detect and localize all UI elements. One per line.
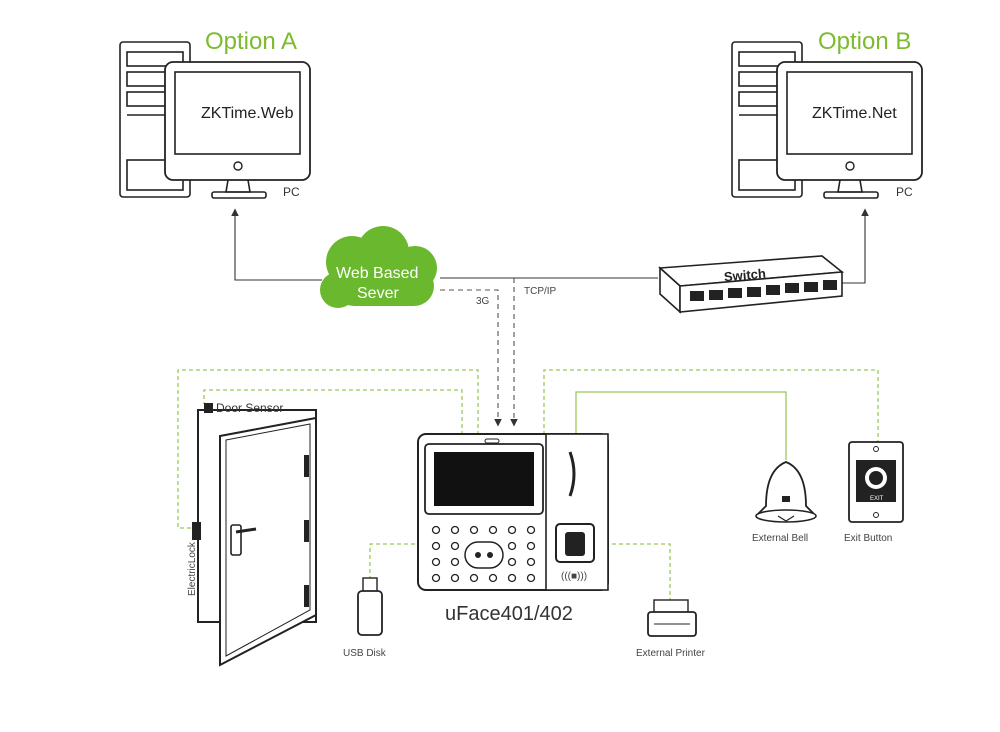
option-a-screen-text: ZKTime.Web xyxy=(201,105,294,122)
switch-label: Switch xyxy=(723,266,766,285)
pc-option-b: Option B ZKTime.Net PC xyxy=(731,28,923,199)
rfid-icon: (((■))) xyxy=(561,571,587,582)
link-label-tcpip: TCP/IP xyxy=(524,286,557,297)
bell-icon xyxy=(755,461,817,523)
web-server-cloud: Web Based Sever xyxy=(320,226,437,308)
cloud-icon xyxy=(320,226,437,308)
monitor-icon xyxy=(164,61,311,199)
exit-button: EXIT Exit Button xyxy=(844,441,904,544)
exit-button-label: Exit Button xyxy=(844,533,892,544)
fingerprint-sensor-icon xyxy=(555,523,595,563)
link-label-3g: 3G xyxy=(476,296,490,307)
door: Door Sensor ElectricLock xyxy=(187,401,317,667)
door-sensor-icon xyxy=(204,403,213,413)
usb-disk-label: USB Disk xyxy=(343,648,387,659)
electric-lock-icon xyxy=(192,522,201,540)
option-b-title: Option B xyxy=(818,28,911,55)
door-sensor-label: Door Sensor xyxy=(216,401,283,415)
option-b-screen-text: ZKTime.Net xyxy=(812,105,897,122)
cloud-label-line2: Sever xyxy=(357,285,399,302)
printer-label: External Printer xyxy=(636,648,706,659)
electric-lock-label: ElectricLock xyxy=(187,541,198,596)
keypad xyxy=(431,525,536,583)
monitor-icon xyxy=(776,61,923,199)
external-bell: External Bell xyxy=(752,461,817,544)
printer-icon xyxy=(647,599,697,637)
external-printer: External Printer xyxy=(636,599,706,659)
nav-key xyxy=(464,541,504,569)
usb-icon xyxy=(357,577,383,636)
network-switch: Switch xyxy=(658,255,845,314)
exit-plate-label: EXIT xyxy=(870,496,884,502)
usb-disk: USB Disk xyxy=(343,577,387,659)
face-camera-icon xyxy=(568,451,576,497)
uface-device: (((■))) uFace401/402 xyxy=(417,433,609,625)
option-b-pc-label: PC xyxy=(896,185,913,199)
door-handle-icon xyxy=(230,524,257,556)
exit-button-icon xyxy=(848,441,904,523)
door-wires xyxy=(177,369,879,600)
pc-option-a: Option A ZKTime.Web PC xyxy=(119,28,311,199)
network-wires: 3G TCP/IP xyxy=(231,208,869,427)
cloud-label-line1: Web Based xyxy=(336,265,418,282)
device-label: uFace401/402 xyxy=(445,603,573,625)
option-a-title: Option A xyxy=(205,28,297,55)
option-a-pc-label: PC xyxy=(283,185,300,199)
bell-label: External Bell xyxy=(752,533,808,544)
